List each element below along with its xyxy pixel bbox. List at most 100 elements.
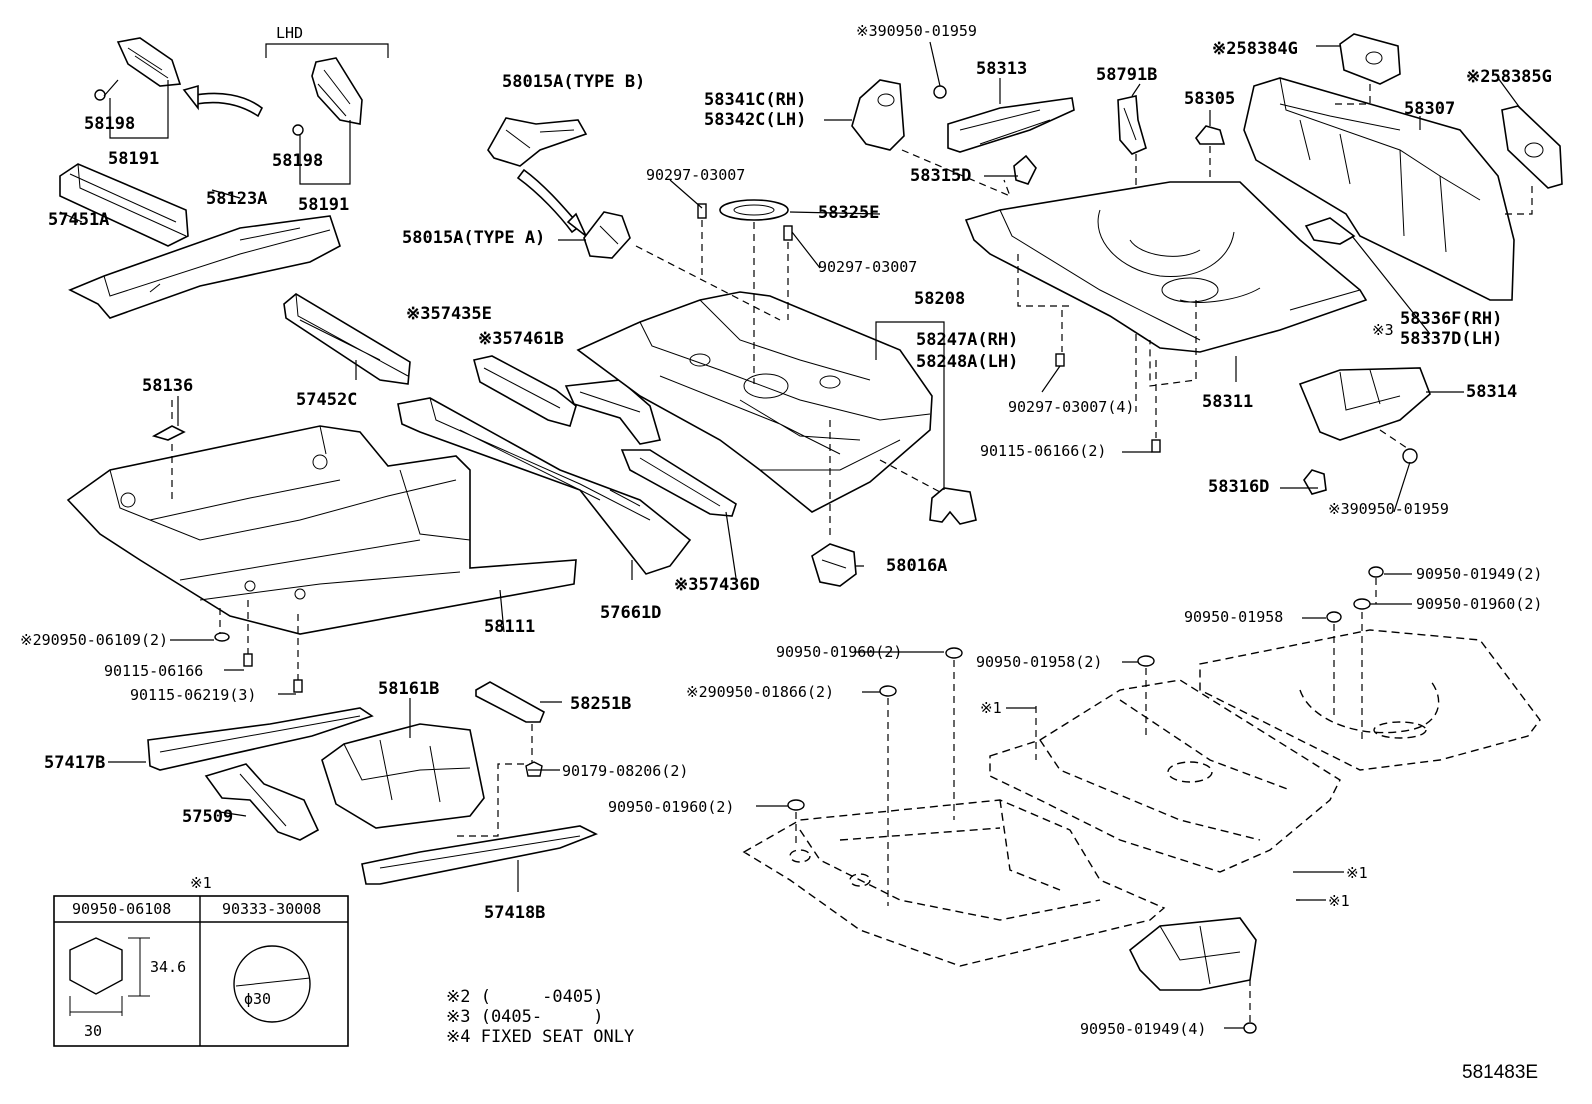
label-58198-b: 58198 [272, 151, 323, 171]
part-58325E [719, 199, 789, 221]
bolt-90297-2 [783, 225, 793, 241]
label-57452C: 57452C [296, 390, 357, 410]
label-90115-06166: 90115-06166 [104, 662, 203, 680]
round-plug-icon [233, 945, 311, 1023]
footnote-4: ※4 FIXED SEAT ONLY [446, 1027, 634, 1047]
lhd-bracket-line [265, 43, 389, 58]
part-58251B [475, 681, 546, 723]
plug-90950-01949-r [1368, 566, 1384, 578]
plug-90950-01866 [879, 685, 897, 697]
part-58305 [1195, 125, 1226, 145]
label-90297-03007-4: 90297-03007(4) [1008, 398, 1134, 416]
ghost-bracket-bottom [1128, 917, 1257, 991]
label-90950-01949-bottom: 90950-01949(4) [1080, 1020, 1206, 1038]
part-58111-front-floor [66, 425, 577, 635]
label-90950-01960-right: 90950-01960(2) [1416, 595, 1542, 613]
label-57435E: ※357435E [406, 304, 492, 324]
part-58385G [1501, 105, 1563, 189]
part-58336F [1304, 217, 1356, 245]
label-58341C: 58341C(RH) [704, 90, 806, 110]
label-58136: 58136 [142, 376, 193, 396]
part-58384G [1339, 33, 1401, 85]
label-58336F-mark: ※3 [1372, 321, 1394, 339]
bolt-90297-1 [697, 203, 707, 219]
label-90115-06219: 90115-06219(3) [130, 686, 256, 704]
plug-90950-01958-c [1137, 655, 1155, 667]
part-58015A-type-b [487, 117, 588, 167]
legend-hex-dim: 34.6 [150, 958, 186, 976]
legend-hex-width: 30 [84, 1022, 102, 1040]
label-58161B: 58161B [378, 679, 439, 699]
label-90297-03007-b: 90297-03007 [818, 258, 917, 276]
ghost-front-floor [742, 799, 1166, 967]
legend-title: ※1 [190, 874, 212, 892]
part-57451A [59, 163, 189, 247]
part-57509 [204, 763, 320, 841]
part-58208-center-floor [576, 291, 933, 513]
part-58123A [68, 215, 341, 319]
label-90950-01960-center: 90950-01960(2) [776, 643, 902, 661]
part-58313 [947, 97, 1075, 153]
plug-90950-01959-right [1402, 448, 1418, 464]
footnote-3: ※3 (0405- ) [446, 1007, 604, 1027]
label-90950-01958-center: 90950-01958(2) [976, 653, 1102, 671]
dash-58111-fasteners [219, 600, 299, 682]
part-58136 [151, 425, 186, 441]
label-star1-a: ※1 [980, 699, 1002, 717]
part-57661D [397, 397, 692, 575]
arrow-head [182, 84, 199, 111]
dash-58015A-to-floor [635, 245, 781, 321]
plug-90950-01949-b [1243, 1022, 1257, 1034]
label-90950-01960-left: 90950-01960(2) [608, 798, 734, 816]
part-58307-rear-panel [1243, 77, 1515, 301]
dash-58341C [901, 149, 1012, 198]
label-58123A: 58123A [206, 189, 267, 209]
bracket-58191-part [94, 37, 182, 101]
label-57461B: ※357461B [478, 329, 564, 349]
part-58316D [1303, 469, 1327, 495]
arrow-58015A [516, 168, 582, 234]
label-58311: 58311 [1202, 392, 1253, 412]
label-58385G: ※258385G [1466, 67, 1552, 87]
leader-58247A [875, 321, 945, 490]
bolt-90115-06166 [243, 653, 253, 667]
label-57418B: 57418B [484, 903, 545, 923]
part-57452C [283, 293, 411, 385]
label-58342C: 58342C(LH) [704, 110, 806, 130]
label-90950-01866: ※290950-01866(2) [686, 683, 834, 701]
dash-bolts-rear [1061, 310, 1157, 438]
label-90179-08206: 90179-08206(2) [562, 762, 688, 780]
footnote-2: ※2 ( -0405) [446, 987, 604, 1007]
label-58191-b: 58191 [298, 195, 349, 215]
label-58384G: ※258384G [1212, 39, 1298, 59]
part-58015A-type-a [583, 211, 631, 259]
dash-58311-corner [1017, 254, 1197, 387]
bolt-90297-4 [1055, 353, 1065, 367]
label-58307: 58307 [1404, 99, 1455, 119]
diagram-id: 581483E [1462, 1062, 1538, 1083]
part-58311-rear-floor [964, 181, 1368, 353]
label-lhd: LHD [276, 24, 303, 42]
dash-58384G [1330, 84, 1371, 105]
part-58314 [1298, 367, 1431, 441]
dash-90297 [701, 220, 789, 320]
label-58198-a: 58198 [84, 114, 135, 134]
legend-table [53, 895, 349, 1047]
label-58314: 58314 [1466, 382, 1517, 402]
dash-bottom-right [795, 578, 1377, 1022]
label-58251B: 58251B [570, 694, 631, 714]
bolt-90115-06219 [293, 679, 303, 693]
label-58191-a: 58191 [108, 149, 159, 169]
label-90115-06166-2: 90115-06166(2) [980, 442, 1106, 460]
direction-arrow [188, 92, 264, 118]
part-57418B [361, 825, 598, 885]
label-57509: 57509 [182, 807, 233, 827]
legend-circle-dim: ϕ30 [244, 990, 271, 1008]
part-58325E-inner [733, 204, 775, 216]
label-57451A: 57451A [48, 210, 109, 230]
label-58015A-type-b: 58015A(TYPE B) [502, 72, 645, 92]
label-58336F: 58336F(RH) [1400, 309, 1502, 329]
part-57436D [620, 449, 737, 517]
plug-90950-01959-top [933, 85, 947, 99]
